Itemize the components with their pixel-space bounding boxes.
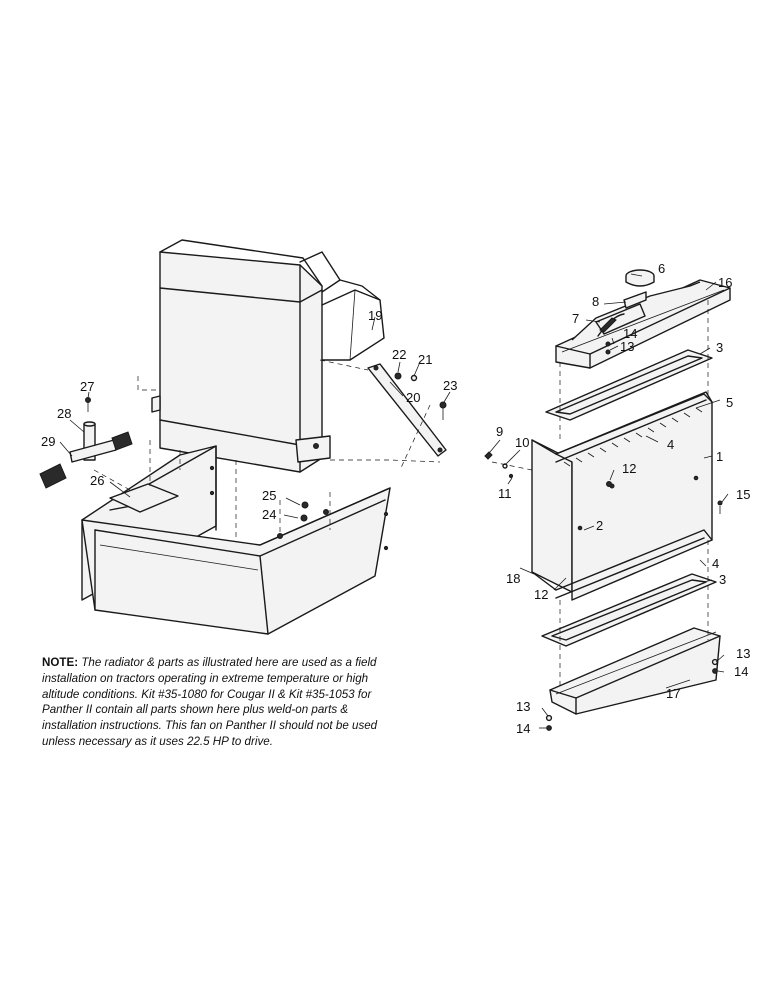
upper-gasket	[545, 349, 713, 421]
callout-28: 28	[57, 406, 71, 421]
callout-10: 10	[515, 435, 529, 450]
callout-14b: 14	[734, 664, 748, 679]
note-label: NOTE:	[42, 656, 79, 669]
callout-12b: 12	[534, 587, 548, 602]
callout-24: 24	[262, 507, 276, 522]
left-assembly-lines	[93, 359, 441, 540]
radiator-shroud-housing	[151, 239, 331, 473]
callout-21: 21	[418, 352, 432, 367]
callout-7: 7	[572, 311, 579, 326]
installation-note: NOTE: The radiator & parts as illustrate…	[42, 655, 390, 750]
radiator-bottom-tank	[549, 627, 721, 715]
fan-duct	[299, 251, 385, 361]
mount-plate	[109, 483, 179, 513]
callout-13b: 13	[736, 646, 750, 661]
callout-26: 26	[90, 473, 104, 488]
hose-fittings	[39, 397, 133, 489]
callout-2: 2	[596, 518, 603, 533]
callout-3a: 3	[716, 340, 723, 355]
fan-guard-base	[81, 445, 391, 635]
callout-25: 25	[262, 488, 276, 503]
callout-13c: 13	[516, 699, 530, 714]
callout-4a: 4	[667, 437, 674, 452]
callout-16: 16	[718, 275, 732, 290]
note-text: The radiator & parts as illustrated here…	[42, 656, 378, 748]
callout-27: 27	[80, 379, 94, 394]
callout-8: 8	[592, 294, 599, 309]
callout-22: 22	[392, 347, 406, 362]
callout-15: 15	[736, 487, 750, 502]
callout-18: 18	[506, 571, 520, 586]
leader-lines	[59, 273, 729, 729]
callout-17: 17	[666, 686, 680, 701]
radiator-cap	[625, 269, 655, 287]
callout-1: 1	[716, 449, 723, 464]
overflow-tube	[597, 313, 625, 337]
base-fasteners	[300, 501, 309, 522]
radiator-core	[531, 391, 713, 601]
callout-3b: 3	[719, 572, 726, 587]
lower-gasket	[541, 573, 717, 647]
callout-5: 5	[726, 395, 733, 410]
callout-12a: 12	[622, 461, 636, 476]
brace-bar	[367, 363, 447, 457]
callout-11: 11	[498, 486, 512, 501]
callout-14c: 14	[516, 721, 530, 736]
radiator-fasteners	[484, 341, 723, 731]
callout-20: 20	[406, 390, 420, 405]
callout-4b: 4	[712, 556, 719, 571]
callout-23: 23	[443, 378, 457, 393]
callout-13a: 13	[620, 339, 634, 354]
callout-14a: 14	[623, 326, 637, 341]
callout-9: 9	[496, 424, 503, 439]
brace-fasteners	[394, 372, 447, 420]
callout-labels: 16 6 8 7 14 13 3 5 4 1 12 15 2 4 18 3 12…	[41, 261, 750, 736]
callout-6: 6	[658, 261, 665, 276]
callout-19: 19	[368, 308, 382, 323]
callout-29: 29	[41, 434, 55, 449]
right-assembly-lines	[491, 300, 709, 690]
